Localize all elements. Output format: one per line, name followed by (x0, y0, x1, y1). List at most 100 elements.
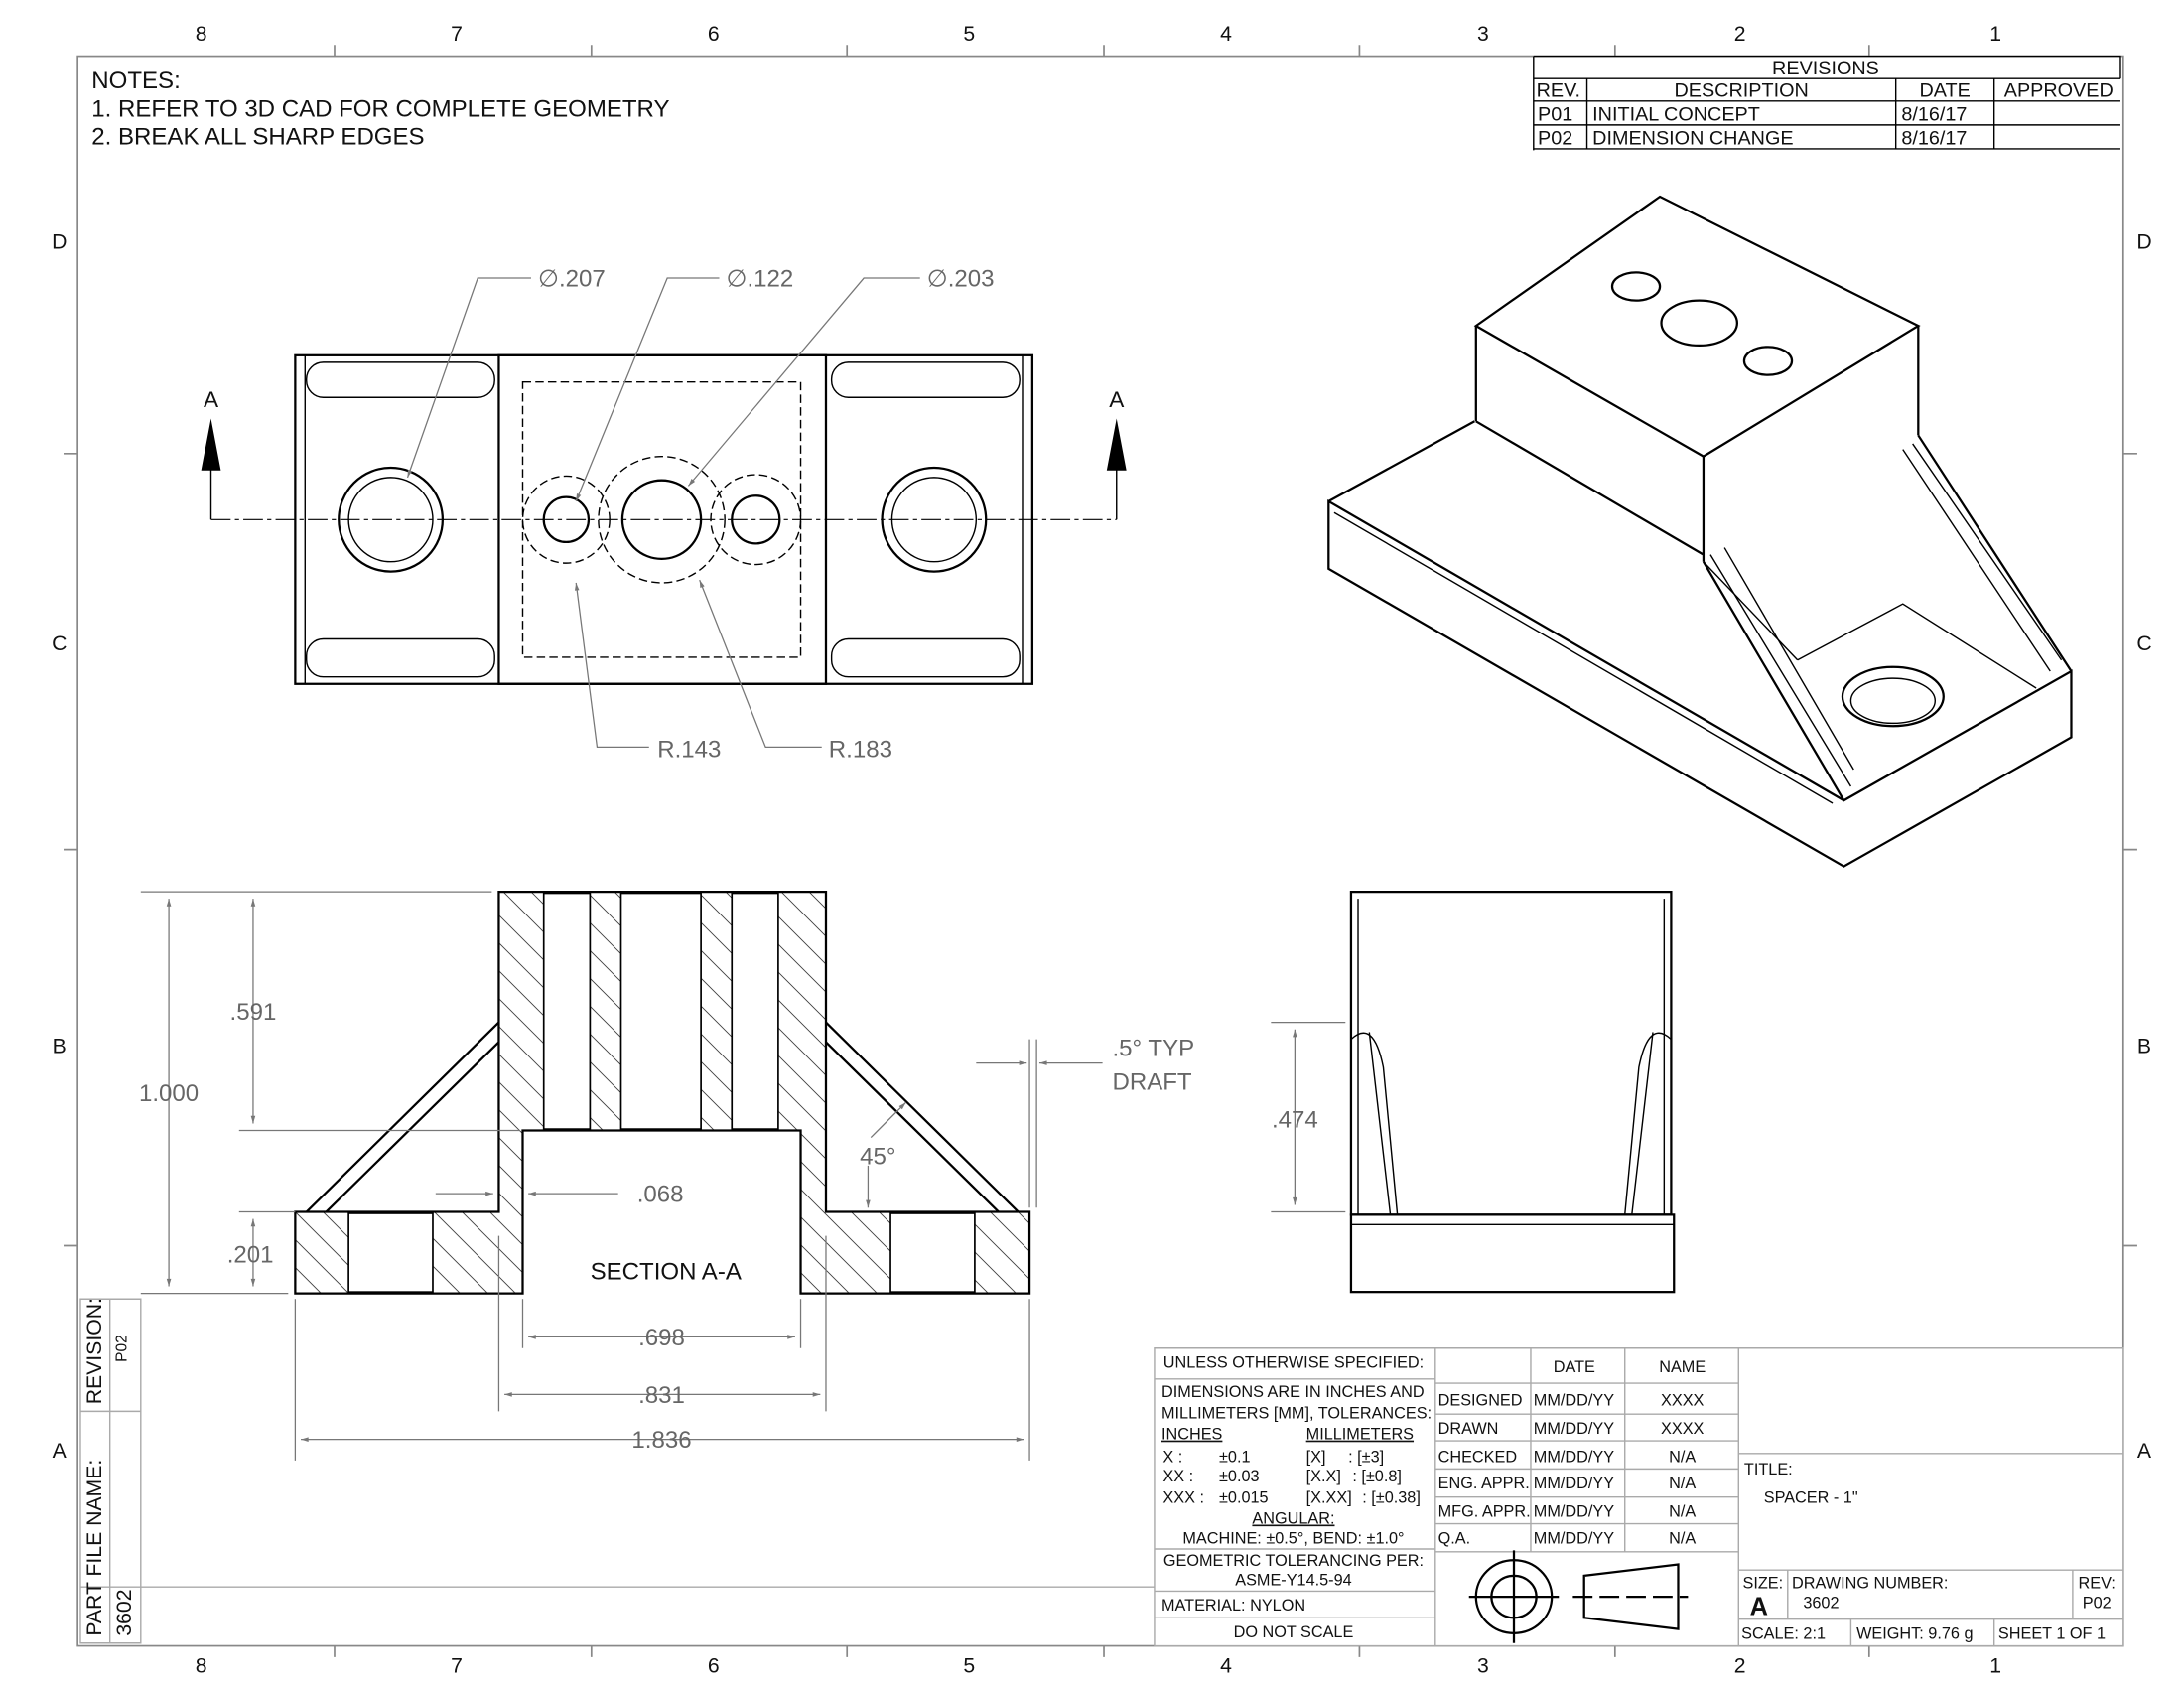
dim-label: .698 (638, 1325, 685, 1351)
mm-header: MILLIMETERS (1306, 1426, 1415, 1444)
dims-note: MILLIMETERS [MM], TOLERANCES: (1161, 1404, 1432, 1422)
dims-note: DIMENSIONS ARE IN INCHES AND (1161, 1383, 1425, 1401)
zone-col: 2 (1734, 1654, 1746, 1677)
hole-dim-label: ∅.203 (927, 266, 995, 293)
sign-name: XXXX (1661, 1392, 1705, 1410)
tol-cell: XX : (1162, 1468, 1193, 1485)
tol-cell: [X] (1306, 1448, 1326, 1466)
zone-col: 5 (963, 23, 975, 46)
tol-cell: X : (1162, 1448, 1182, 1466)
part-file-value: 3602 (113, 1589, 136, 1635)
top-view: A A ∅.207 ∅.122 ∅.203 R.143 R.183 (201, 266, 1127, 763)
side-panel: REVISION: P02 PART FILE NAME: 3602 (79, 1298, 2123, 1644)
zone-col: 4 (1220, 1654, 1232, 1677)
material: MATERIAL: NYLON (1161, 1597, 1305, 1615)
dim-label: 1.836 (631, 1427, 691, 1454)
zone-col: 1 (1989, 1654, 2001, 1677)
sign-name: N/A (1669, 1529, 1696, 1547)
tol-cell: : [±3] (1348, 1448, 1384, 1466)
section-mark-right: A (1109, 387, 1125, 412)
dim-label: .474 (1272, 1107, 1318, 1134)
notes-title: NOTES: (91, 68, 180, 94)
geo-tol-std: ASME-Y14.5-94 (1235, 1572, 1351, 1590)
note-item: 2. BREAK ALL SHARP EDGES (91, 124, 424, 151)
note-item: 1. REFER TO 3D CAD FOR COMPLETE GEOMETRY (91, 95, 669, 122)
inches-header: INCHES (1161, 1426, 1223, 1444)
dim-label: .831 (638, 1382, 685, 1409)
draft-label: DRAFT (1113, 1069, 1192, 1096)
col-date: DATE (1554, 1358, 1595, 1376)
tol-cell: [X.XX] (1306, 1488, 1352, 1506)
zone-col: 6 (708, 23, 720, 46)
tol-cell: ±0.015 (1219, 1488, 1269, 1506)
angular-values: MACHINE: ±0.5°, BEND: ±1.0° (1182, 1529, 1404, 1547)
sign-role: Q.A. (1438, 1529, 1471, 1547)
sheet-border (64, 45, 2137, 1657)
scale: SCALE: 2:1 (1741, 1624, 1826, 1642)
sign-date: MM/DD/YY (1534, 1529, 1614, 1547)
sign-role: DESIGNED (1438, 1392, 1523, 1410)
zone-col: 7 (451, 23, 463, 46)
zone-row: D (52, 230, 67, 253)
notes: NOTES: 1. REFER TO 3D CAD FOR COMPLETE G… (91, 68, 669, 151)
do-not-scale: DO NOT SCALE (1234, 1623, 1354, 1641)
sign-date: MM/DD/YY (1534, 1502, 1614, 1520)
tol-cell: : [±0.8] (1352, 1468, 1402, 1485)
revisions-title: REVISIONS (1772, 58, 1879, 79)
rev-header: REV. (1537, 80, 1580, 102)
zone-row: C (2136, 633, 2151, 655)
zone-col: 3 (1477, 23, 1489, 46)
draft-label: .5° TYP (1113, 1036, 1195, 1062)
rev-header: DATE (1920, 80, 1971, 102)
zone-col: 2 (1734, 23, 1746, 46)
tol-cell: XXX : (1162, 1488, 1204, 1506)
sign-name: N/A (1669, 1502, 1696, 1520)
rev-header: APPROVED (2004, 80, 2114, 102)
sign-role: CHECKED (1438, 1448, 1517, 1466)
zone-col: 3 (1477, 1654, 1489, 1677)
col-name: NAME (1659, 1358, 1706, 1376)
isometric-view (1327, 195, 2073, 868)
rev-cell: 8/16/17 (1901, 128, 1967, 150)
section-mark-left: A (204, 387, 219, 412)
dim-label: .068 (637, 1182, 684, 1208)
tol-cell: : [±0.38] (1362, 1488, 1421, 1506)
sign-date: MM/DD/YY (1534, 1448, 1614, 1466)
third-angle-projection-icon (1468, 1550, 1689, 1643)
rev-cell: P01 (1538, 104, 1572, 126)
rev-value: P02 (2083, 1594, 2112, 1612)
zone-row: B (53, 1036, 67, 1058)
sign-date: MM/DD/YY (1534, 1420, 1614, 1438)
dim-label: .201 (227, 1241, 274, 1268)
section-label: SECTION A-A (591, 1258, 742, 1285)
sign-name: XXXX (1661, 1420, 1705, 1438)
zone-col: 4 (1220, 23, 1232, 46)
drawing-title: SPACER - 1" (1764, 1488, 1858, 1506)
sheet: SHEET 1 OF 1 (1998, 1624, 2106, 1642)
size-label: SIZE: (1743, 1575, 1784, 1593)
tol-cell: ±0.1 (1219, 1448, 1251, 1466)
zone-col: 8 (196, 1654, 207, 1677)
radius-dim-label: R.183 (829, 736, 892, 763)
rev-label: REV: (2079, 1575, 2116, 1593)
size-value: A (1750, 1593, 1768, 1620)
tol-cell: [X.X] (1306, 1468, 1341, 1485)
sign-name: N/A (1669, 1448, 1696, 1466)
title-block: UNLESS OTHERWISE SPECIFIED: DIMENSIONS A… (1154, 1347, 2124, 1647)
zone-row: A (2137, 1440, 2152, 1463)
dim-label: .591 (230, 999, 277, 1026)
zone-col: 5 (963, 1654, 975, 1677)
radius-dim-label: R.143 (657, 736, 721, 763)
zone-row: C (52, 633, 67, 655)
revisions-table: REVISIONS REV. DESCRIPTION DATE APPROVED… (1533, 55, 2121, 151)
sign-date: MM/DD/YY (1534, 1475, 1614, 1492)
rev-cell: INITIAL CONCEPT (1592, 104, 1760, 126)
zone-col: 7 (451, 1654, 463, 1677)
dwg-number: 3602 (1803, 1594, 1839, 1612)
tol-cell: ±0.03 (1219, 1468, 1260, 1485)
side-view: .474 (1271, 890, 1676, 1294)
hole-dim-label: ∅.122 (727, 266, 794, 293)
zone-labels: 8 7 6 5 4 3 2 1 8 7 6 5 4 3 2 1 D C B A … (52, 23, 2152, 1677)
section-view: .591 1.000 .201 .068 SECTION A-A .698 .8… (139, 890, 1195, 1461)
